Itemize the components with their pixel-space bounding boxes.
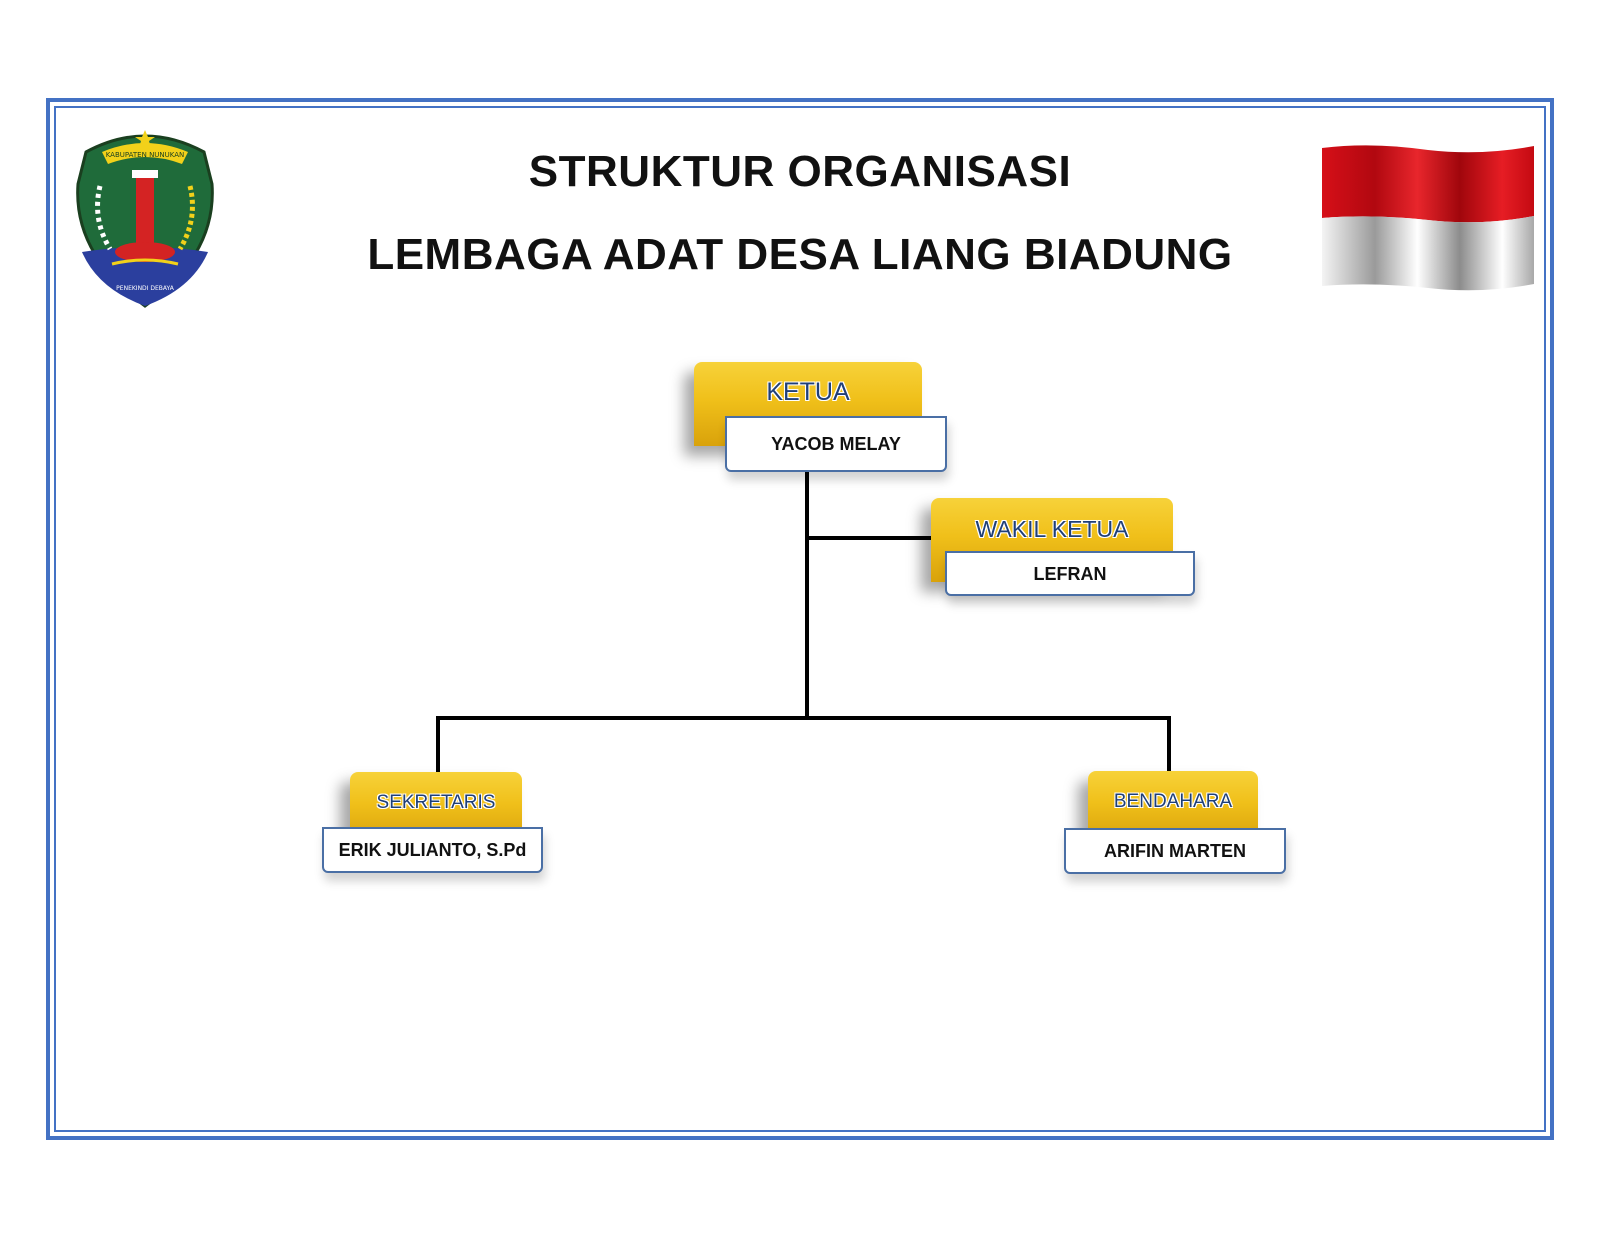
page-subtitle: LEMBAGA ADAT DESA LIANG BIADUNG — [367, 230, 1233, 279]
page-border-outer — [46, 98, 1554, 1140]
ketua-name-box: YACOB MELAY — [725, 416, 947, 472]
page-title: STRUKTUR ORGANISASI — [528, 147, 1072, 196]
svg-text:PENEKINDI DEBAYA: PENEKINDI DEBAYA — [116, 285, 175, 292]
wakil-ketua-name-box: LEFRAN — [945, 551, 1195, 596]
kabupaten-nunukan-emblem-icon: KABUPATEN NUNUKAN PENEKINDI DEBAYA — [76, 130, 214, 308]
indonesian-flag-icon — [1322, 145, 1534, 291]
page-border-inner — [54, 106, 1546, 1132]
sekretaris-name-box: ERIK JULIANTO, S.Pd — [322, 827, 543, 873]
bendahara-name-box: ARIFIN MARTEN — [1064, 828, 1286, 874]
svg-text:KABUPATEN NUNUKAN: KABUPATEN NUNUKAN — [106, 151, 185, 159]
